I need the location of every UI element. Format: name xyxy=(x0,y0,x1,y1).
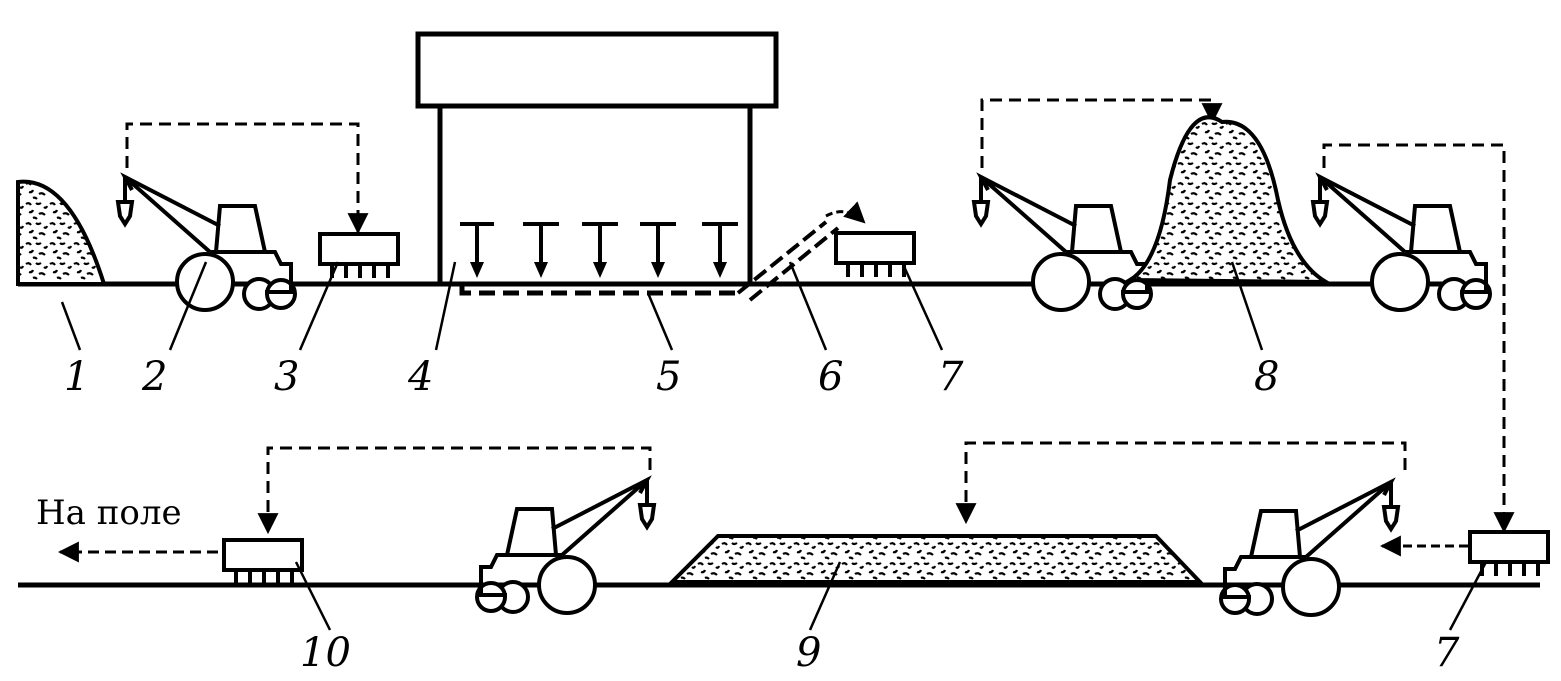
label-2: 2 xyxy=(141,354,167,400)
spreader-7-top xyxy=(834,231,916,279)
manure-heap-8 xyxy=(1122,115,1334,285)
label-7-top: 7 xyxy=(938,354,964,400)
label-8: 8 xyxy=(1254,354,1279,400)
loader-bottom-middle xyxy=(475,478,656,615)
label-10: 10 xyxy=(300,630,351,676)
floor-conveyor-5 xyxy=(459,286,738,296)
dashed-path-2-3 xyxy=(125,122,369,235)
conveyor-discharge-arrow xyxy=(825,201,866,224)
spreader-10 xyxy=(222,538,304,586)
leader-lines xyxy=(60,261,1488,631)
label-6: 6 xyxy=(818,354,843,400)
to-field-caption: На поле xyxy=(36,493,182,533)
loader-bottom-right xyxy=(1219,480,1400,617)
loader-heap-8 xyxy=(972,175,1153,312)
dashed-path-to-heap-8 xyxy=(980,98,1223,168)
building-roof xyxy=(415,31,779,109)
label-4: 4 xyxy=(407,354,433,400)
spreader-3 xyxy=(318,232,400,280)
dashed-path-top-right-to-spreader-7 xyxy=(1322,143,1515,534)
inclined-conveyor-6 xyxy=(736,220,840,302)
dashed-path-bottom-right-loader-to-stack-9 xyxy=(955,441,1407,525)
label-3: 3 xyxy=(274,354,299,400)
dashed-path-bottom-loader-to-spreader-10 xyxy=(257,446,652,535)
label-9: 9 xyxy=(796,630,821,676)
loader-2 xyxy=(116,175,297,312)
label-1: 1 xyxy=(64,354,89,400)
drop-arrowheads xyxy=(470,262,727,278)
loader-top-right xyxy=(1311,175,1492,312)
storage-stack-9 xyxy=(667,534,1205,584)
label-5: 5 xyxy=(656,354,681,400)
manure-heap-1 xyxy=(16,179,107,286)
label-7-bottom: 7 xyxy=(1434,630,1460,676)
